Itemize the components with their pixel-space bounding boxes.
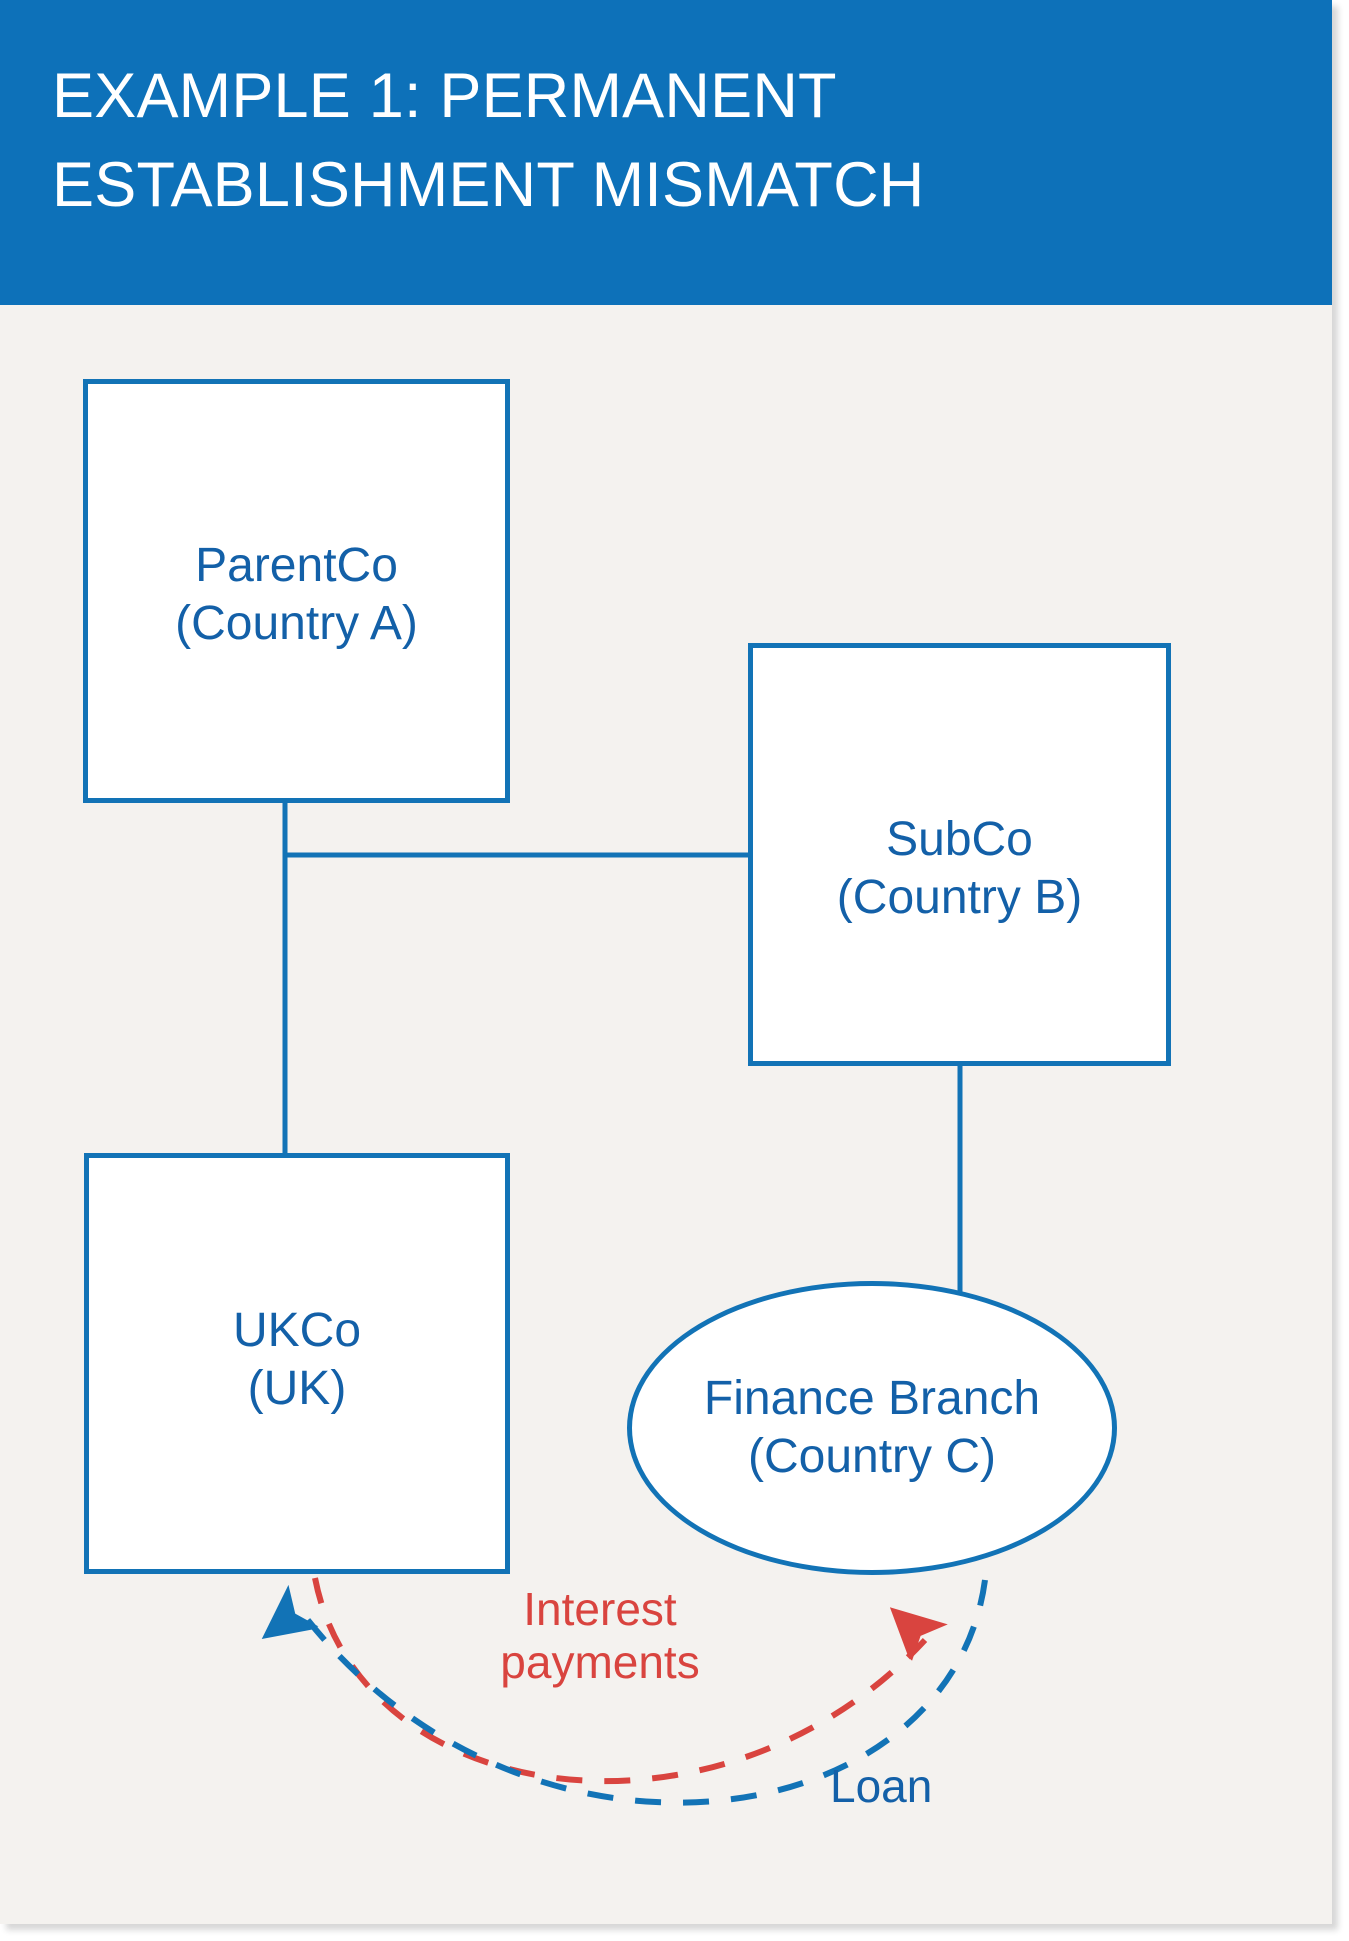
node-parentco-label: ParentCo (Country A) xyxy=(175,539,418,650)
node-finance-branch[interactable]: Finance Branch (Country C) xyxy=(627,1281,1117,1575)
connector-parentco-subco xyxy=(282,803,748,858)
node-subco-label: SubCo (Country B) xyxy=(836,812,1083,924)
connector-loan xyxy=(300,1579,988,1806)
diagram-card: EXAMPLE 1: PERMANENT ESTABLISHMENT MISMA… xyxy=(0,0,1332,1924)
node-subco[interactable]: SubCo (Country B) xyxy=(748,643,1171,1066)
node-finance-branch-label: Finance Branch (Country C) xyxy=(703,1372,1041,1483)
node-ukco-label: UKCo (UK) xyxy=(232,1303,362,1415)
connector-label-loan: Loan xyxy=(830,1760,933,1812)
node-ukco[interactable]: UKCo (UK) xyxy=(84,1153,510,1574)
connector-label-interest-payments: Interest payments xyxy=(500,1583,700,1688)
node-parentco[interactable]: ParentCo (Country A) xyxy=(83,379,510,803)
header-banner: EXAMPLE 1: PERMANENT ESTABLISHMENT MISMA… xyxy=(0,0,1332,305)
page-title: EXAMPLE 1: PERMANENT ESTABLISHMENT MISMA… xyxy=(52,61,925,221)
